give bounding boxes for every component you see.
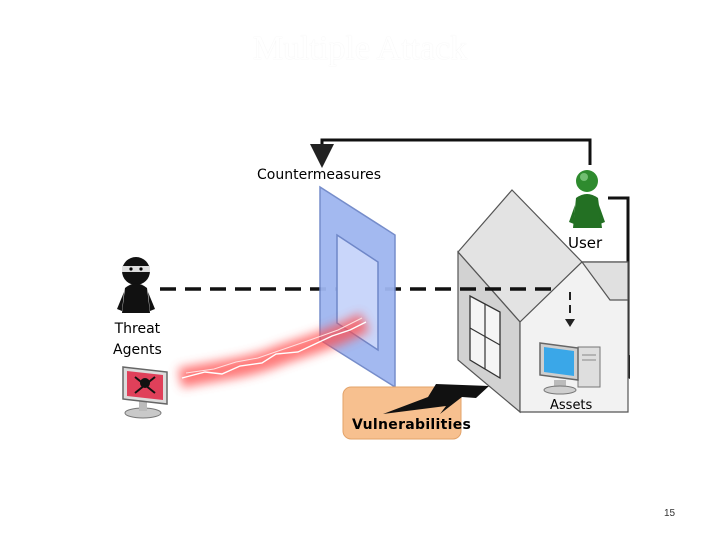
countermeasures-label: Countermeasures [257, 167, 382, 183]
assets-label: Assets [550, 398, 593, 413]
threat-agents-label-line2: Agents [113, 342, 162, 358]
slide-title: Multiple Attack [252, 30, 468, 67]
vulnerabilities-label: Vulnerabilities [352, 417, 472, 433]
threat-agents-label-line1: Threat [114, 321, 161, 337]
page-number: 15 [664, 508, 676, 519]
lightning-bolt-icon [383, 384, 489, 414]
threat-agents-label: Threat Agents [113, 319, 162, 361]
computer-icon [539, 342, 601, 395]
attack-path-drop-arrow [565, 319, 575, 327]
house-icon [457, 189, 629, 414]
countermeasure-panel [319, 185, 396, 389]
user-label: User [568, 234, 603, 252]
user-figure-icon [569, 170, 605, 228]
user-to-countermeasures-arrow [310, 138, 592, 168]
pirate-computer-icon [122, 366, 168, 419]
attack-beam [178, 313, 370, 388]
ninja-figure-icon [117, 257, 155, 313]
